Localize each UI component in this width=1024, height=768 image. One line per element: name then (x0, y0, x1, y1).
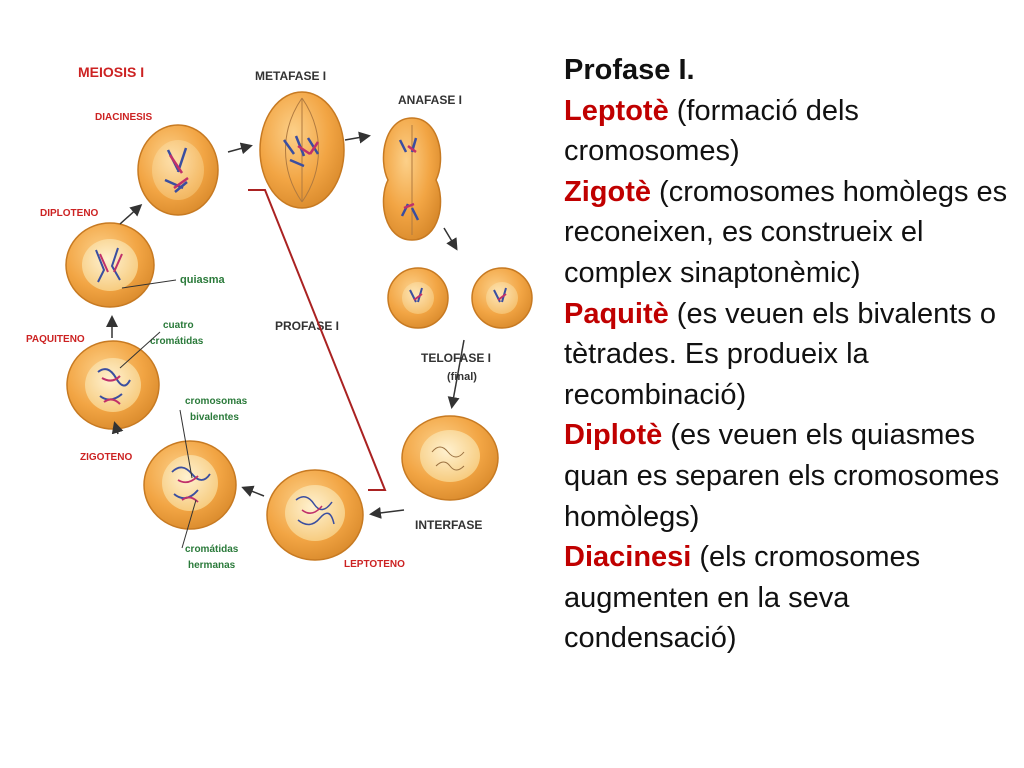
cell-interfase (401, 415, 499, 501)
label-zigoteno: ZIGOTENO (80, 452, 132, 463)
term-paquite: Paquitè (564, 297, 669, 330)
cell-paquiteno (66, 340, 160, 430)
meiosis-title: MEIOSIS I (78, 64, 144, 80)
label-diploteno: DIPLOTENO (40, 208, 99, 219)
desc-paquite: (es veuen els bivalents o tètrades. Es p… (564, 297, 996, 411)
entry-leptote: Leptotè (formació dels cromosomes) (564, 91, 1014, 172)
entry-diacinesi: Diacinesi (els cromosomes augmenten en l… (564, 537, 1014, 659)
label-telofase-final: (final) (447, 371, 477, 383)
term-diplote: Diplotè (564, 419, 663, 452)
cell-diacinesis (137, 124, 219, 216)
label-interfase: INTERFASE (415, 518, 482, 532)
cell-telofase-left (387, 267, 449, 329)
entry-diplote: Diplotè (es veuen els quiasmes quan es s… (564, 415, 1014, 537)
annotation-leaders (119, 279, 197, 549)
cell-telofase-right (471, 267, 533, 329)
desc-zigote: (cromosomes homòlegs es reconeixen, es c… (564, 175, 1008, 289)
entry-zigote: Zigotè (cromosomes homòlegs es reconeixe… (564, 172, 1014, 294)
annotation-quiasma: quiasma (180, 274, 226, 286)
label-diacinesis: DIACINESIS (95, 112, 153, 123)
panel-heading: Profase I. (564, 54, 695, 86)
cell-diploteno (65, 222, 155, 308)
label-metafase: METAFASE I (255, 69, 326, 83)
cycle-arrows (106, 131, 465, 519)
annotation-hermanas-1: cromátidas (185, 544, 239, 555)
term-diacinesi: Diacinesi (564, 541, 692, 574)
annotation-hermanas-2: hermanas (188, 560, 236, 571)
label-leptoteno: LEPTOTENO (344, 559, 405, 570)
term-leptote: Leptotè (564, 94, 669, 127)
prophase-description-panel: Profase I. Leptotè (formació dels cromos… (564, 50, 1014, 659)
desc-diplote: (es veuen els quiasmes quan es separen e… (564, 419, 1000, 533)
cell-anafase (382, 117, 442, 241)
label-anafase: ANAFASE I (398, 93, 462, 107)
annotation-cuatro-2: cromátidas (150, 336, 204, 347)
annotation-bivalentes-2: bivalentes (190, 412, 239, 423)
meiosis-diagram: MEIOSIS I METAFASE I ANAFASE I DIACINESI… (26, 64, 533, 571)
desc-leptote: (formació dels cromosomes) (564, 94, 859, 168)
profase-bracket (248, 189, 387, 491)
cell-zigoteno (143, 440, 237, 530)
label-telofase: TELOFASE I (421, 351, 491, 365)
label-profase: PROFASE I (275, 319, 339, 333)
annotation-cuatro-1: cuatro (163, 320, 194, 331)
annotation-bivalentes-1: cromosomas (185, 396, 248, 407)
entry-paquite: Paquitè (es veuen els bivalents o tètrad… (564, 294, 1014, 416)
term-zigote: Zigotè (564, 175, 651, 208)
cell-metafase (259, 91, 345, 209)
label-paquiteno: PAQUITENO (26, 334, 85, 345)
desc-diacinesi: (els cromosomes augmenten en la seva con… (564, 541, 921, 655)
cell-leptoteno (266, 469, 364, 561)
